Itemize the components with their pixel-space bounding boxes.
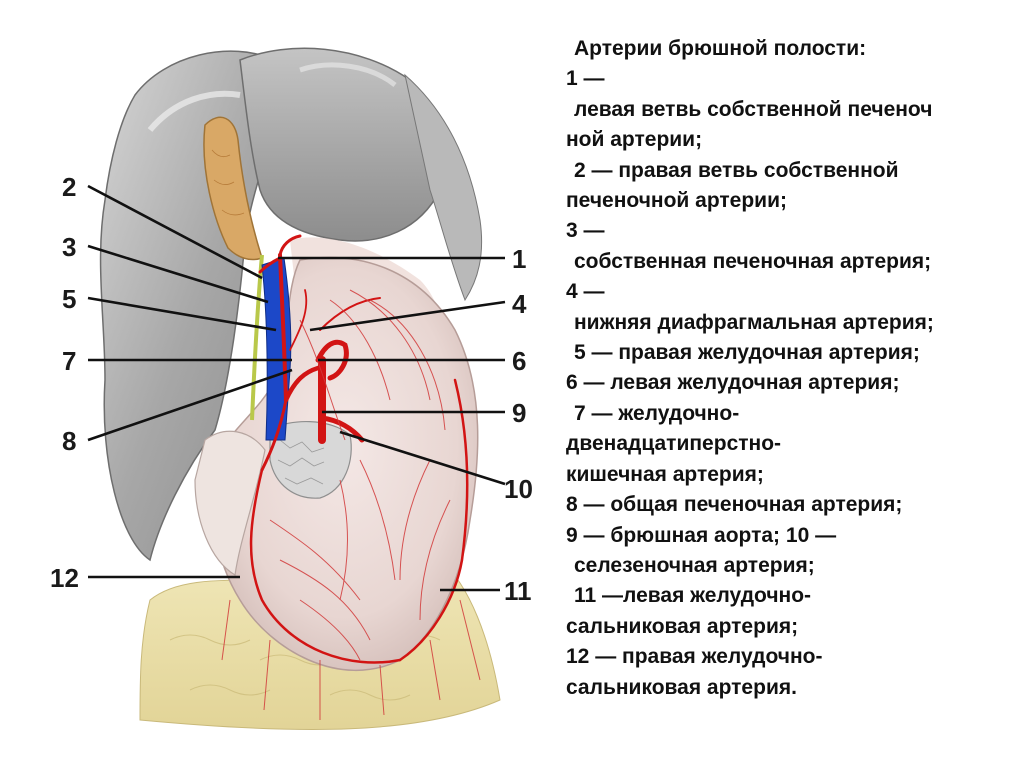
legend-line: печеночной артерии; — [566, 189, 787, 213]
legend-line: сальниковая артерия; — [566, 614, 799, 638]
pancreas-texture — [277, 439, 325, 485]
legend-line: 4 — — [566, 280, 605, 304]
proper-hepatic-artery — [278, 253, 288, 402]
legend-line: левая ветвь собственной печеноч — [574, 97, 933, 121]
leader-5 — [87, 296, 277, 332]
legend-line: 7 — желудочно- — [574, 401, 740, 425]
legend-line: двенадцатиперстно- — [566, 432, 782, 456]
label-2: 2 — [62, 172, 76, 202]
legend-line: 8 — общая печеночная артерия; — [566, 493, 903, 517]
label-8: 8 — [62, 426, 76, 456]
leader-8 — [87, 368, 293, 442]
leader-lines — [87, 184, 506, 592]
left-gastric-artery — [315, 339, 349, 381]
leader-2 — [87, 184, 263, 280]
label-10: 10 — [504, 474, 533, 504]
legend-line: 3 — — [566, 219, 605, 243]
left-gastroepiploic-artery — [398, 378, 469, 662]
label-6: 6 — [512, 346, 526, 376]
liver-highlight — [147, 90, 241, 132]
gastroduodenal-artery — [260, 398, 288, 472]
legend-line: кишечная артерия; — [566, 462, 764, 486]
liver-left-lobe — [239, 47, 445, 242]
legend-line: 9 — брюшная аорта; 10 — — [566, 523, 837, 547]
duodenum — [194, 430, 266, 576]
legend-line: 11 —левая желудочно- — [574, 584, 812, 608]
label-7: 7 — [62, 346, 76, 376]
anatomy-illustration: 1 2 3 4 5 6 7 8 9 10 11 12 — [50, 47, 533, 731]
pancreas-section — [269, 421, 352, 499]
legend-line: 6 — левая желудочная артерия; — [566, 371, 900, 395]
legend-line: ной артерии; — [566, 128, 703, 152]
left-hepatic-branch — [278, 234, 302, 257]
leader-3 — [87, 244, 269, 304]
leader-4 — [309, 300, 506, 332]
label-11: 11 — [504, 576, 532, 606]
legend-title: Артерии брюшной полости: — [574, 37, 867, 60]
right-gastric-artery — [289, 289, 308, 351]
arteries — [249, 234, 469, 664]
legend-line: нижняя диафрагмальная артерия; — [574, 310, 934, 334]
legend-line: собственная печеночная артерия; — [574, 249, 932, 273]
common-hepatic-artery — [283, 365, 321, 403]
legend-line: 1 — — [566, 67, 605, 91]
legend-caption: Артерии брюшной полости: 1 — левая ветвь… — [566, 34, 1016, 703]
legend-line: 5 — правая желудочная артерия; — [574, 341, 920, 365]
common-bile-duct — [250, 254, 264, 421]
stomach-vessel-network — [221, 289, 481, 720]
label-9: 9 — [512, 398, 526, 428]
label-5: 5 — [62, 284, 76, 314]
label-1: 1 — [512, 244, 526, 274]
label-12: 12 — [50, 563, 79, 593]
inferior-phrenic-artery — [319, 297, 381, 331]
label-4: 4 — [512, 289, 527, 319]
legend-line: селезеночная артерия; — [574, 553, 815, 577]
right-gastroepiploic-artery — [249, 468, 402, 664]
label-3: 3 — [62, 232, 76, 262]
legend-line: 2 — правая ветвь собственной — [574, 158, 899, 182]
gallbladder-veins — [211, 149, 245, 216]
legend-line: 12 — правая желудочно- — [566, 645, 823, 669]
legend-line: сальниковая артерия. — [566, 675, 797, 699]
leader-10 — [339, 430, 506, 486]
